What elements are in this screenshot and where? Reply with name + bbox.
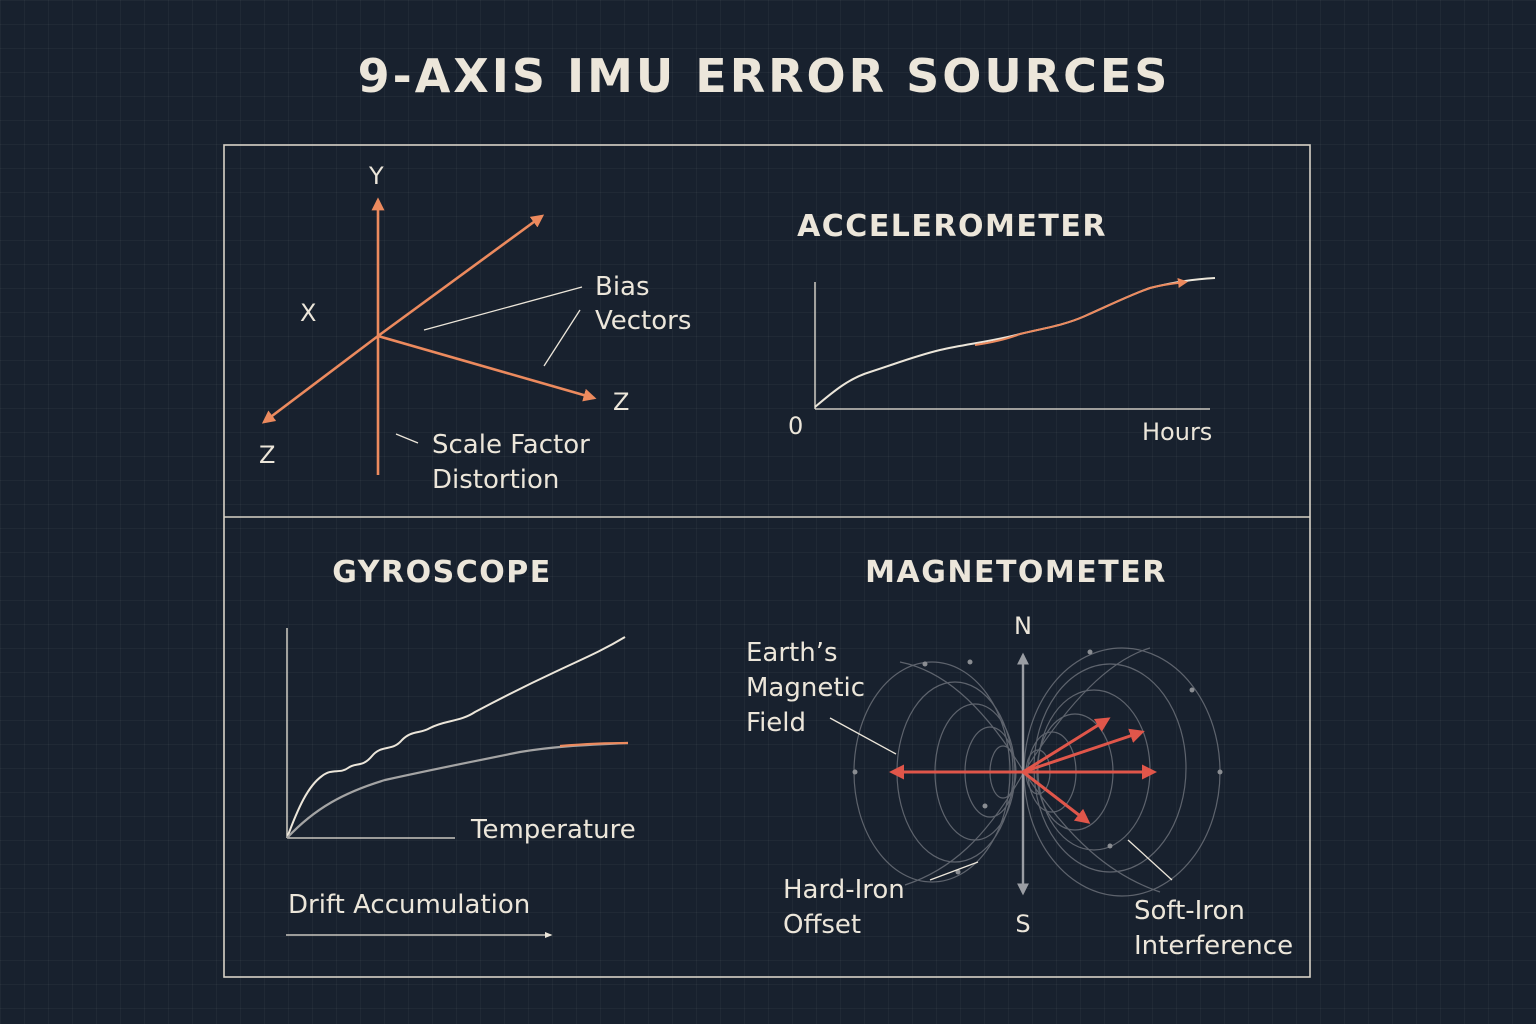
coordinate-axes bbox=[261, 197, 597, 475]
bias-panel: Y X Z Z Bias Vectors Scale Factor Distor… bbox=[259, 162, 691, 495]
gyroscope-panel: GYROSCOPE Temperature Drift Accumulation bbox=[286, 555, 636, 939]
soft-iron-vector bbox=[1022, 728, 1145, 774]
axis-label-y: Y bbox=[368, 162, 384, 190]
south-label: S bbox=[1015, 910, 1030, 938]
bias-vectors-label-1: Bias bbox=[595, 272, 650, 302]
gyroscope-heading: GYROSCOPE bbox=[332, 555, 551, 590]
earth-field-label-1: Earth’s bbox=[746, 638, 838, 668]
magnetometer-panel: MAGNETOMETER bbox=[746, 555, 1293, 961]
gyroscope-axes bbox=[286, 628, 455, 839]
bias-vectors-label-2: Vectors bbox=[595, 306, 691, 336]
hard-iron-label-1: Hard-Iron bbox=[783, 875, 905, 905]
soft-iron-label-2: Interference bbox=[1134, 931, 1293, 961]
leader-lines bbox=[395, 286, 583, 444]
x-axis-arrow bbox=[377, 214, 545, 338]
scale-factor-label-2: Distortion bbox=[432, 465, 559, 495]
axis-label-z-right: Z bbox=[613, 388, 629, 416]
accelerometer-panel: ACCELEROMETER 0 Hours bbox=[788, 209, 1216, 446]
north-label: N bbox=[1014, 612, 1032, 640]
page-title: 9-AXIS IMU ERROR SOURCES bbox=[358, 49, 1171, 103]
drift-accumulation-label: Drift Accumulation bbox=[288, 890, 530, 920]
earth-field-label-3: Field bbox=[746, 708, 806, 738]
z-axis-arrow-right bbox=[377, 334, 597, 402]
accelerometer-origin-label: 0 bbox=[788, 412, 803, 440]
accelerometer-bias-drift-curve bbox=[814, 277, 1216, 408]
magnetic-vectors bbox=[889, 717, 1157, 824]
accelerometer-heading: ACCELEROMETER bbox=[797, 209, 1107, 244]
hard-iron-vector bbox=[1022, 717, 1111, 774]
hard-iron-label-2: Offset bbox=[783, 910, 861, 940]
axis-label-z-left: Z bbox=[259, 441, 275, 469]
scale-factor-label-1: Scale Factor bbox=[432, 430, 590, 460]
magnetometer-heading: MAGNETOMETER bbox=[865, 555, 1167, 590]
gyroscope-drift-curve bbox=[286, 636, 626, 839]
temperature-label: Temperature bbox=[470, 815, 636, 845]
field-line-points bbox=[852, 649, 1223, 875]
gyroscope-temperature-curve-highlight bbox=[559, 741, 629, 748]
axis-label-x: X bbox=[300, 299, 316, 327]
accelerometer-axes bbox=[814, 282, 1210, 410]
z-axis-arrow-left bbox=[261, 334, 379, 424]
earth-field-label-2: Magnetic bbox=[746, 673, 865, 703]
magnetometer-leader-lines bbox=[829, 717, 1173, 881]
panel-frame bbox=[223, 144, 1311, 978]
distortion-vector bbox=[1022, 770, 1091, 824]
accelerometer-x-axis-label: Hours bbox=[1142, 418, 1212, 446]
accelerometer-curve-highlight bbox=[974, 278, 1188, 346]
soft-iron-label-1: Soft-Iron bbox=[1134, 896, 1245, 926]
